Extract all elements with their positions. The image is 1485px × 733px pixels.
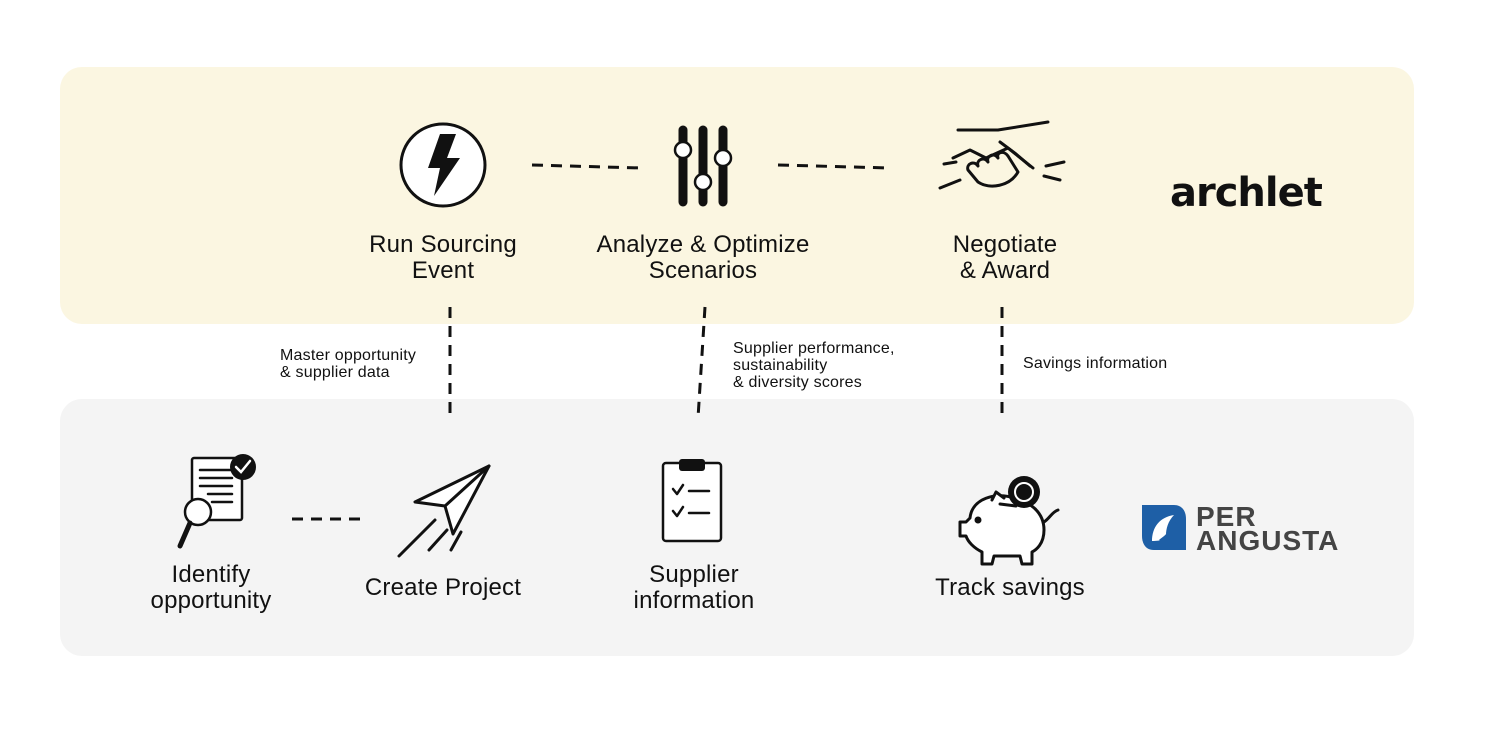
step-label-create-project: Create Project — [364, 574, 522, 601]
clipboard-checklist-icon — [661, 459, 723, 543]
step-label-negotiate-award: Negotiate & Award — [952, 231, 1058, 284]
sliders-icon — [673, 125, 733, 207]
document-search-icon — [177, 454, 256, 549]
bottom-panel-perangusta — [60, 399, 1414, 656]
connector-run-to-analyze — [531, 163, 643, 170]
connector-label-master-data: Master opportunity & supplier data — [280, 347, 417, 381]
step-label-identify-opportunity: Identify opportunity — [150, 561, 272, 614]
top-panel-archlet — [60, 67, 1414, 324]
per-angusta-logo-line2: ANGUSTA — [1196, 525, 1340, 556]
archlet-logo: archlet — [1170, 170, 1323, 216]
step-label-analyze-optimize: Analyze & Optimize Scenarios — [596, 231, 810, 284]
step-label-supplier-information: Supplier information — [633, 561, 755, 614]
paper-plane-icon — [397, 464, 491, 558]
piggy-bank-icon — [958, 476, 1060, 566]
handshake-icon — [938, 120, 1066, 190]
connector-vertical-2 — [696, 306, 707, 419]
step-label-run-sourcing-event: Run Sourcing Event — [369, 231, 517, 284]
per-angusta-logo-mark — [1142, 505, 1186, 550]
per-angusta-logo-line1: PER — [1196, 501, 1257, 532]
connector-label-savings-info: Savings information — [1023, 355, 1168, 372]
connector-label-supplier-scores: Supplier performance, sustainability & d… — [733, 340, 895, 391]
lightning-icon — [399, 122, 487, 208]
connector-analyze-to-negotiate — [777, 163, 891, 170]
step-label-track-savings: Track savings — [935, 574, 1085, 601]
